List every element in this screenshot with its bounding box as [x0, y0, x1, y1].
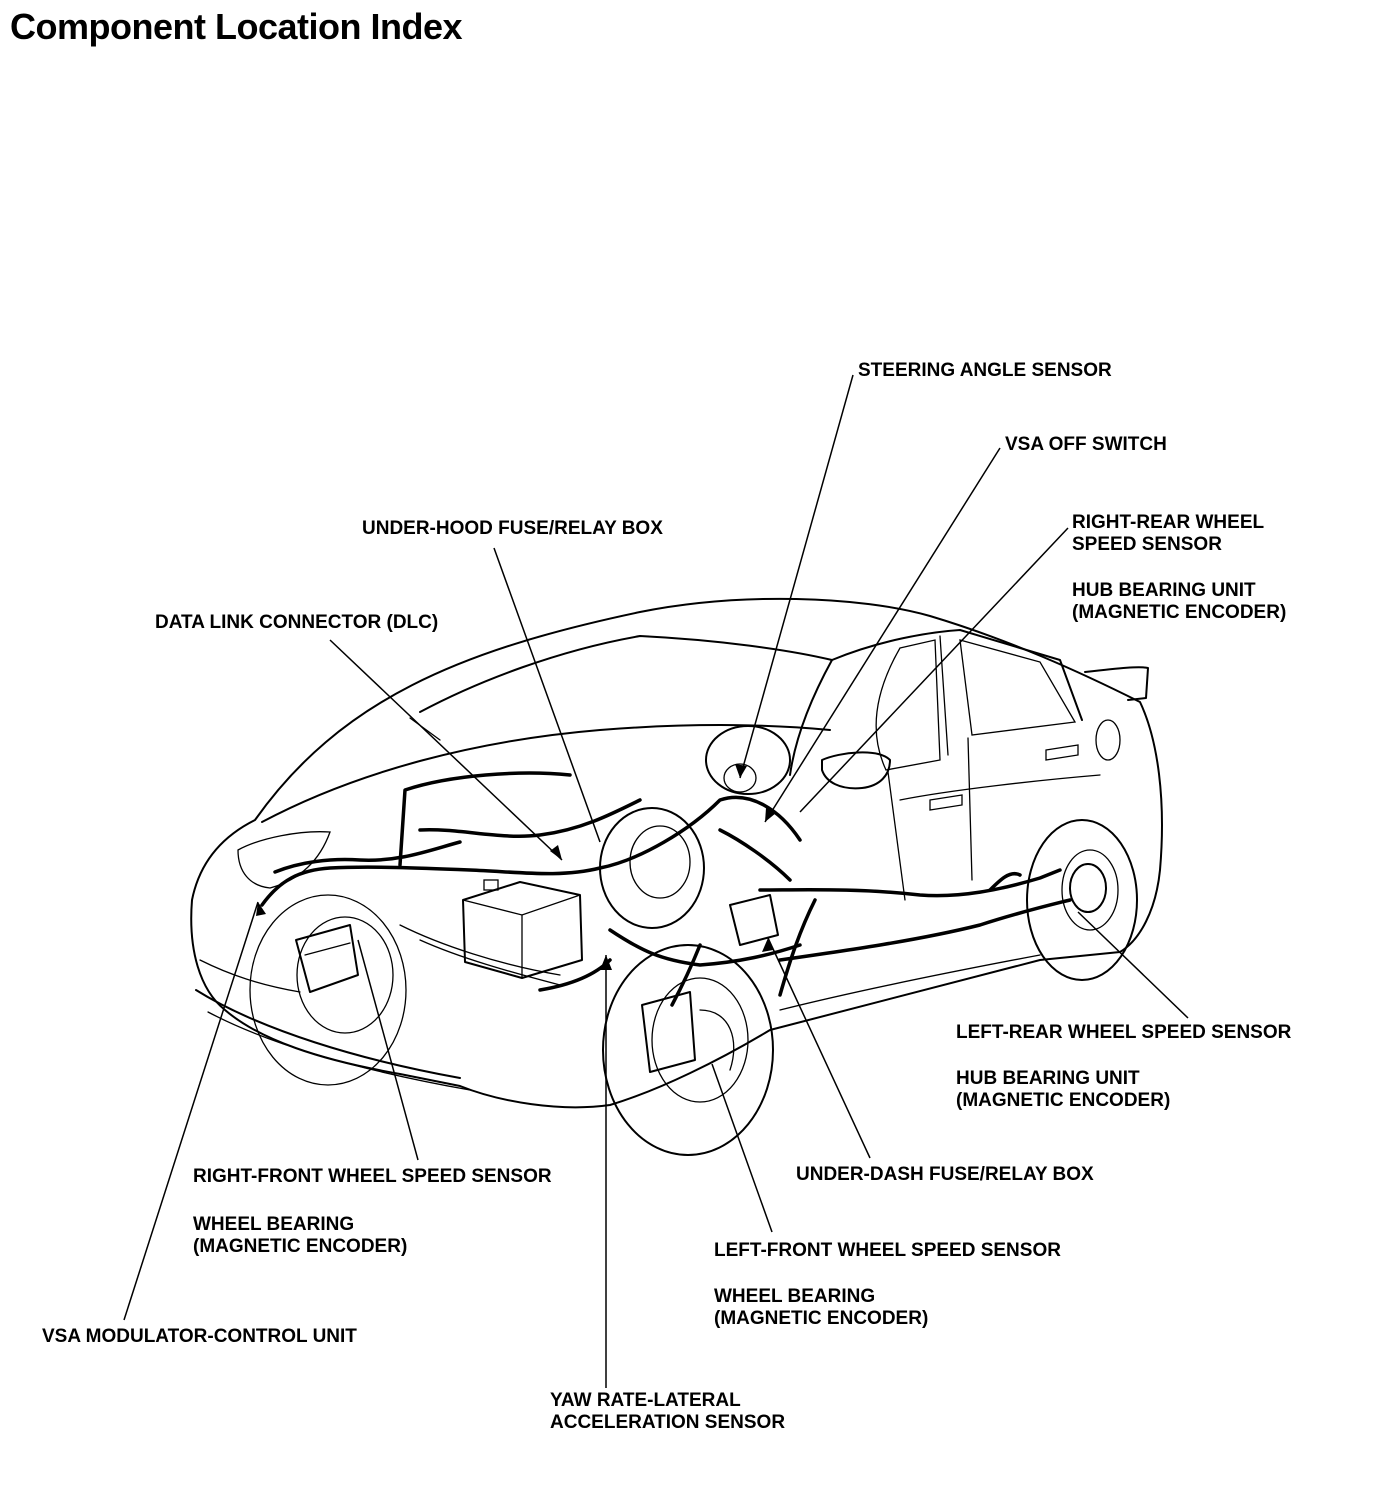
car-body [190, 597, 1163, 1109]
leader-vsa-modulator-control-unit [123, 901, 259, 1321]
label-text: RIGHT-FRONT WHEEL SPEED SENSOR [193, 1166, 552, 1187]
label-text: LEFT-REAR WHEEL SPEED SENSOR [956, 1022, 1292, 1043]
leader-under-dash-fuse-relay-box [767, 937, 871, 1159]
label-under-dash-fuse-relay-box: UNDER-DASH FUSE/RELAY BOX [796, 1164, 1094, 1186]
label-right-front-wheel-speed-sensor: RIGHT-FRONT WHEEL SPEED SENSOR [193, 1166, 552, 1188]
label-text: VSA OFF SWITCH [1005, 434, 1167, 455]
label-line: (MAGNETIC ENCODER) [956, 1090, 1171, 1111]
label-under-hood-fuse-relay-box: UNDER-HOOD FUSE/RELAY BOX [362, 518, 663, 540]
leader-data-link-connector [329, 639, 563, 861]
leader-lines [123, 374, 1189, 1388]
label-text: LEFT-FRONT WHEEL SPEED SENSOR [714, 1240, 1061, 1261]
components [295, 725, 1107, 1073]
label-line: HUB BEARING UNIT [1072, 580, 1256, 601]
wiring-harness [260, 771, 1072, 1007]
label-text: STEERING ANGLE SENSOR [858, 360, 1112, 381]
label-text: DATA LINK CONNECTOR (DLC) [155, 612, 439, 633]
label-line: (MAGNETIC ENCODER) [1072, 602, 1287, 623]
label-line: ACCELERATION SENSOR [550, 1412, 786, 1433]
wheels [249, 819, 1138, 1156]
label-line: WHEEL BEARING [714, 1286, 876, 1307]
label-data-link-connector: DATA LINK CONNECTOR (DLC) [155, 612, 438, 634]
label-vsa-modulator-control-unit: VSA MODULATOR-CONTROL UNIT [42, 1326, 357, 1348]
label-text: UNDER-HOOD FUSE/RELAY BOX [362, 518, 663, 539]
label-left-front-wheel-speed-sensor: LEFT-FRONT WHEEL SPEED SENSOR [714, 1240, 1061, 1262]
label-line: YAW RATE-LATERAL [550, 1390, 741, 1411]
label-right-rear-hub-bearing: HUB BEARING UNIT (MAGNETIC ENCODER) [1072, 580, 1286, 624]
leader-right-rear-wheel-speed-sensor [799, 527, 1069, 813]
label-line: SPEED SENSOR [1072, 534, 1222, 555]
label-line: (MAGNETIC ENCODER) [714, 1308, 929, 1329]
label-text: UNDER-DASH FUSE/RELAY BOX [796, 1164, 1094, 1185]
leader-steering-angle-sensor [739, 374, 854, 779]
label-left-rear-hub-bearing: HUB BEARING UNIT (MAGNETIC ENCODER) [956, 1068, 1170, 1112]
label-yaw-rate-sensor: YAW RATE-LATERAL ACCELERATION SENSOR [550, 1390, 785, 1434]
leader-left-front-wheel-speed-sensor [711, 1063, 773, 1233]
label-line: WHEEL BEARING [193, 1214, 355, 1235]
label-line: (MAGNETIC ENCODER) [193, 1236, 408, 1257]
leader-under-hood-fuse-relay-box [493, 547, 601, 843]
label-text: VSA MODULATOR-CONTROL UNIT [42, 1326, 357, 1347]
leader-right-front-wheel-speed-sensor [357, 939, 419, 1161]
label-steering-angle-sensor: STEERING ANGLE SENSOR [858, 360, 1112, 382]
leader-vsa-off-switch [764, 447, 1001, 823]
label-right-rear-wheel-speed-sensor: RIGHT-REAR WHEEL SPEED SENSOR [1072, 512, 1264, 556]
leader-left-rear-wheel-speed-sensor [1077, 911, 1189, 1019]
label-right-front-wheel-bearing: WHEEL BEARING (MAGNETIC ENCODER) [193, 1214, 407, 1258]
label-left-front-wheel-bearing: WHEEL BEARING (MAGNETIC ENCODER) [714, 1286, 928, 1330]
page-title: Component Location Index [10, 6, 463, 47]
label-line: HUB BEARING UNIT [956, 1068, 1140, 1089]
label-left-rear-wheel-speed-sensor: LEFT-REAR WHEEL SPEED SENSOR [956, 1022, 1291, 1044]
label-vsa-off-switch: VSA OFF SWITCH [1005, 434, 1167, 456]
label-line: RIGHT-REAR WHEEL [1072, 512, 1265, 533]
